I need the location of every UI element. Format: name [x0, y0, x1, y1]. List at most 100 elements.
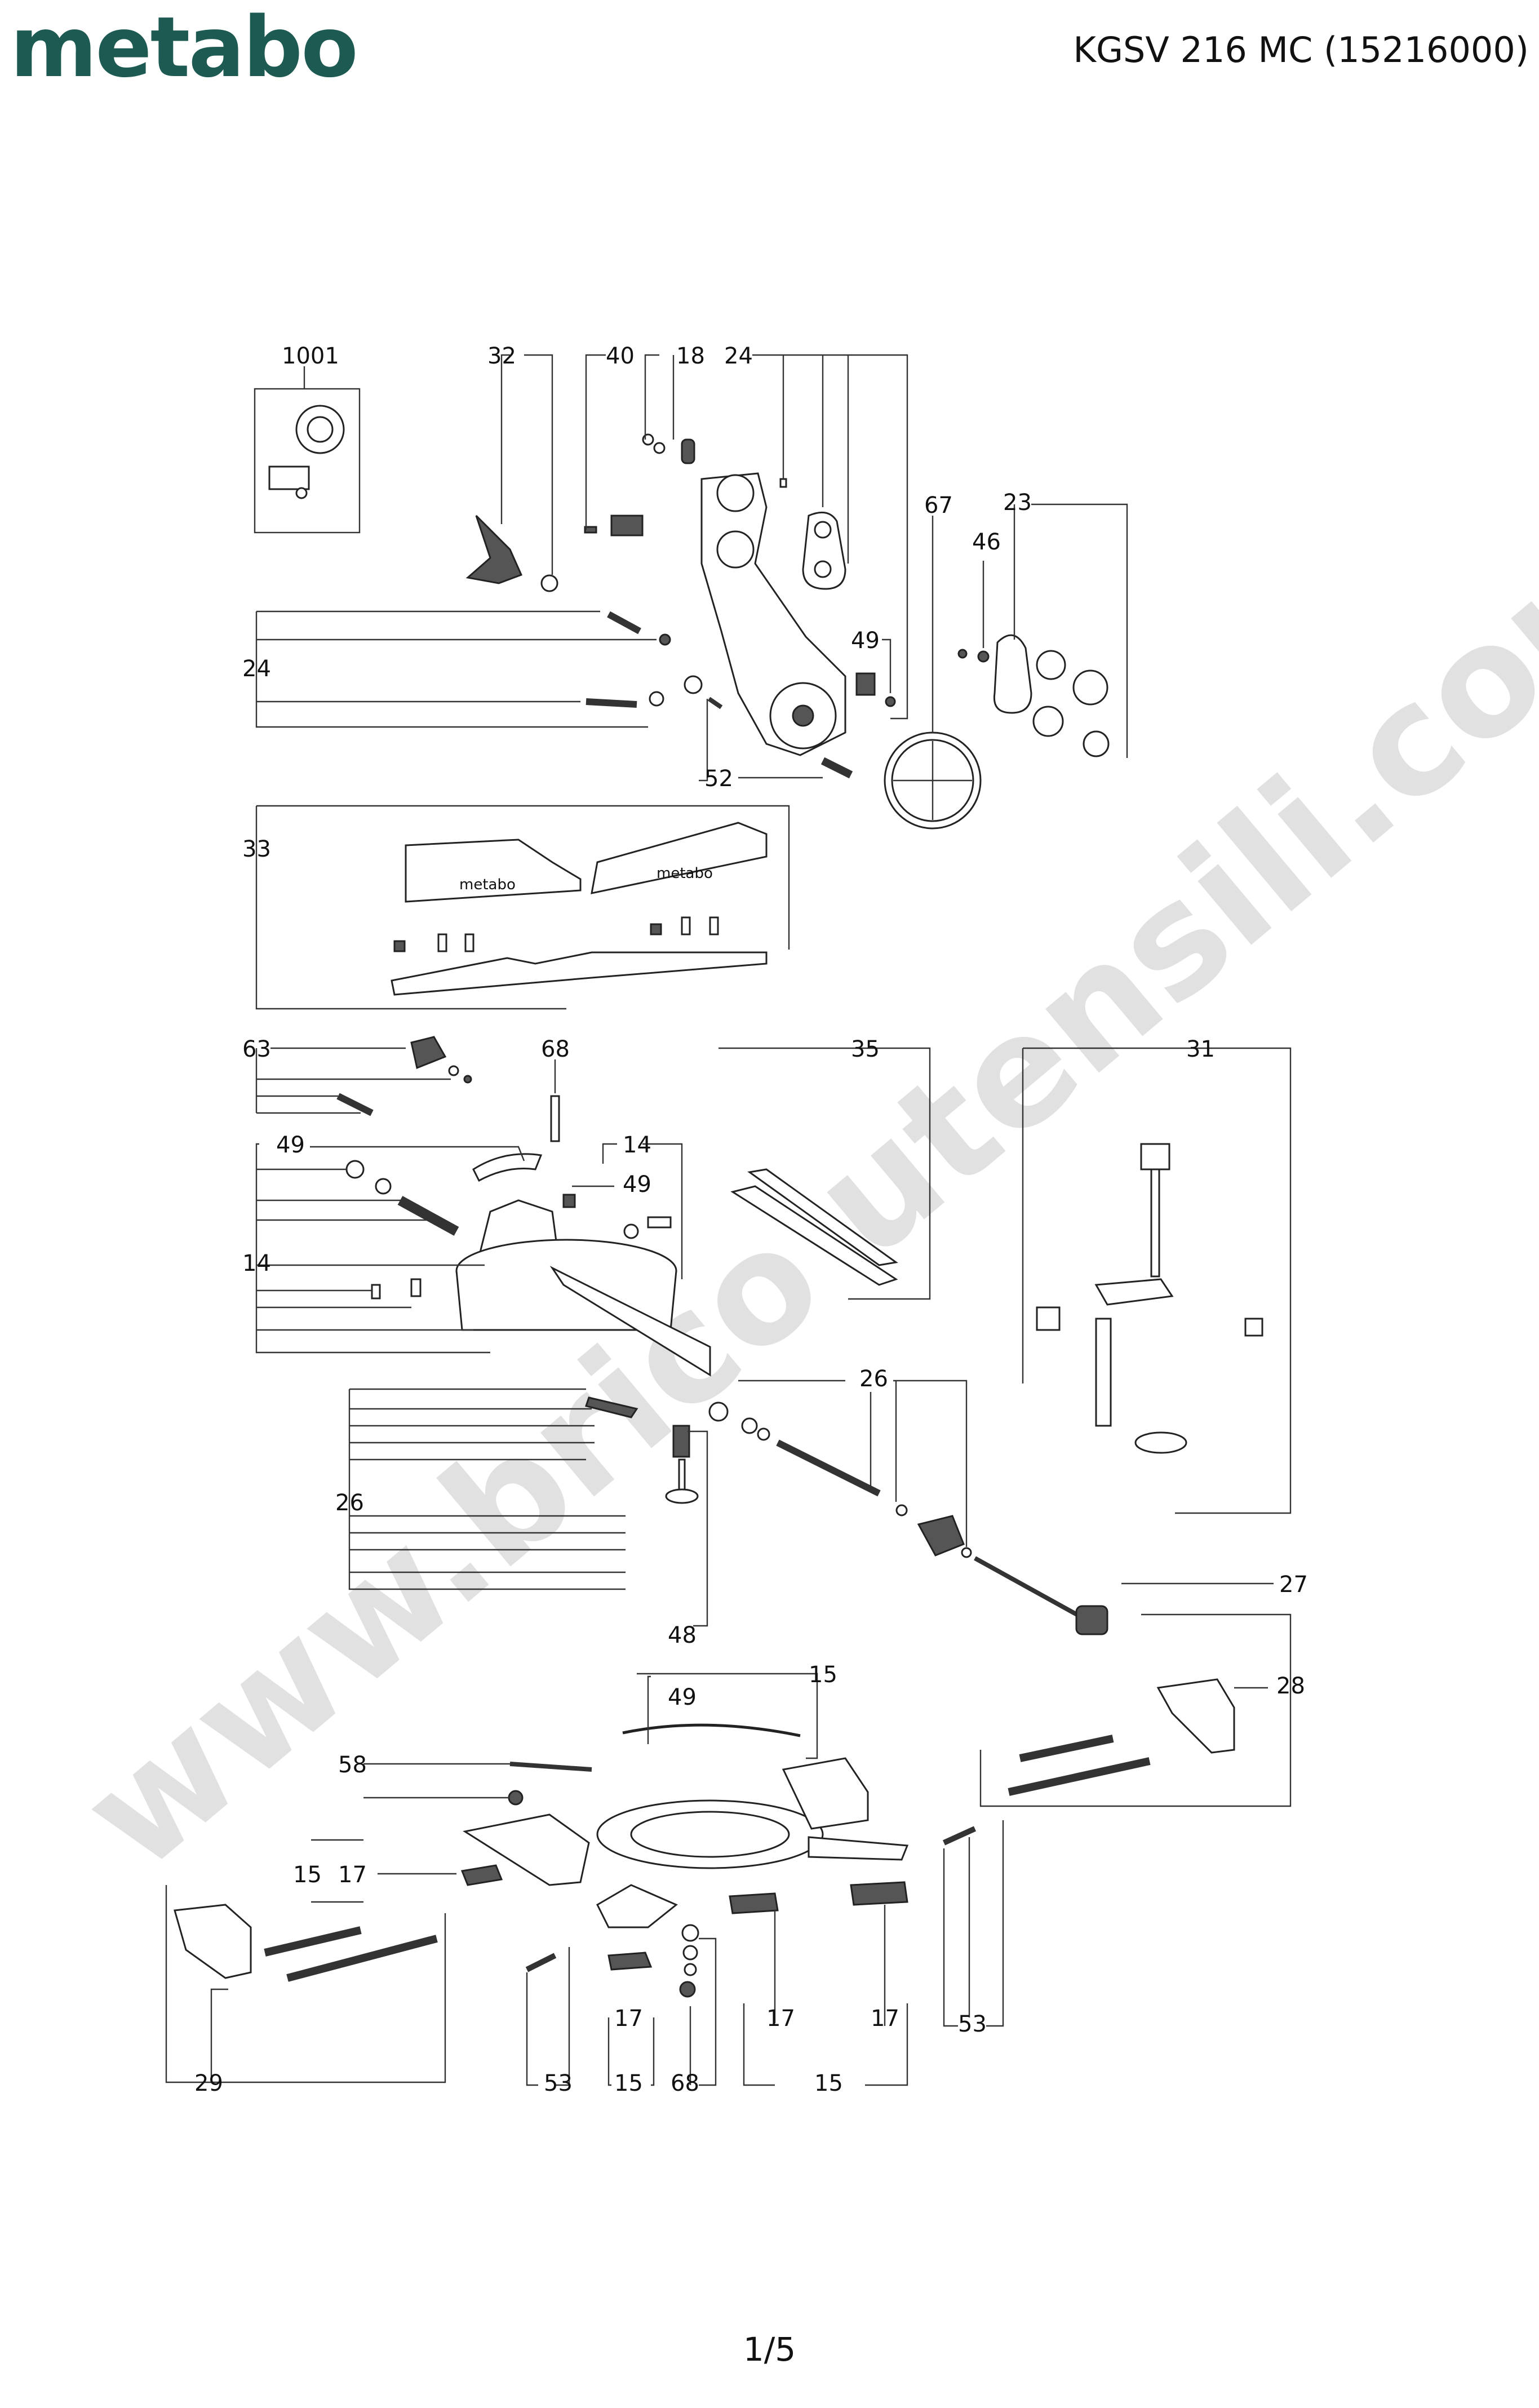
foot-17a	[460, 1864, 503, 1886]
screw-14a	[410, 1278, 422, 1297]
nut-18b	[653, 442, 666, 454]
bearing-plate	[993, 634, 1032, 714]
clamp-arm-31	[1094, 1278, 1174, 1306]
fence-33-bracket	[255, 805, 790, 1010]
link-plate-hole-2	[814, 560, 832, 578]
screw-46b	[977, 650, 990, 663]
shaft-27	[974, 1556, 1083, 1620]
part-63-screw	[463, 1075, 472, 1084]
callout-48: 48	[668, 1622, 697, 1648]
callout-17-center: 17	[766, 2006, 795, 2032]
screw-18	[681, 438, 695, 464]
arm-bore-lower	[716, 530, 755, 569]
fence-left	[405, 839, 582, 903]
rod-28b	[1008, 1757, 1151, 1796]
nut-24a	[659, 633, 671, 646]
callout-49-mid: 49	[276, 1132, 305, 1158]
clamp-rod-31	[1150, 1168, 1160, 1278]
callout-32: 32	[487, 343, 516, 369]
stem-48	[678, 1458, 686, 1495]
rod-24b	[586, 698, 637, 708]
callout-26-left: 26	[335, 1490, 364, 1516]
clip-40	[610, 515, 644, 536]
washer-14a	[375, 1178, 392, 1195]
metabo-logo: metabo®	[10, 6, 371, 89]
bearing-ring-3	[1032, 706, 1064, 737]
nut-18a	[642, 433, 654, 446]
clamp-nut-31	[1036, 1306, 1061, 1331]
callout-63: 63	[242, 1036, 271, 1062]
bolt-53a	[525, 1953, 557, 1972]
washer-26a	[741, 1417, 758, 1434]
base-left-wing	[463, 1813, 590, 1886]
ring-26	[895, 1504, 908, 1516]
arm-spindle-center	[792, 704, 814, 727]
link-plate-hole-1	[814, 521, 832, 539]
callout-14-side: 14	[242, 1250, 271, 1276]
shaft-26	[776, 1439, 881, 1497]
base-rear-block	[782, 1757, 869, 1830]
fence-right-label: metabo	[657, 865, 713, 882]
end-support-29	[174, 1904, 252, 1979]
shaft-52	[820, 757, 853, 779]
clamp-31-bracket	[1022, 1047, 1292, 1514]
knob-27	[1075, 1605, 1108, 1635]
screw-14b	[371, 1284, 381, 1300]
part-1001-dot	[295, 487, 308, 499]
nut-68	[679, 1981, 696, 1998]
rod-29b	[286, 1935, 438, 1982]
screw-46a	[957, 649, 968, 659]
fence-screw-4	[650, 923, 662, 935]
callout-58: 58	[338, 1752, 367, 1778]
callout-52: 52	[704, 766, 733, 792]
rail-35	[730, 1185, 898, 1286]
part-63-nut	[448, 1065, 459, 1076]
callout-49-right: 49	[623, 1172, 651, 1198]
callout-14-top: 14	[623, 1132, 651, 1158]
spring-48	[672, 1425, 690, 1458]
callout-23: 23	[1003, 490, 1032, 516]
callout-17-mid: 17	[614, 2006, 643, 2032]
part-63-bolt	[336, 1093, 374, 1116]
callout-15-top: 15	[809, 1662, 837, 1688]
callout-26-right: 26	[859, 1366, 888, 1392]
callout-28: 28	[1276, 1673, 1305, 1699]
callout-31: 31	[1186, 1036, 1215, 1062]
fence-screw-3	[464, 933, 474, 952]
part-28-bracket	[979, 1613, 1292, 1807]
base-right-wing	[808, 1836, 909, 1861]
link-plate	[802, 511, 846, 590]
callout-53-right: 53	[958, 2011, 987, 2037]
washer-68c	[684, 1963, 697, 1976]
callout-53-left: 53	[544, 2070, 573, 2096]
fence-screw-1	[393, 940, 406, 952]
arm-bore-upper	[716, 474, 755, 512]
lever-26	[917, 1515, 965, 1556]
callout-68-bottom: 68	[671, 2070, 699, 2096]
screw-52	[707, 697, 723, 709]
page-number: 1/5	[743, 2330, 796, 2369]
foot-17c	[729, 1892, 779, 1914]
rod-24a	[607, 611, 641, 635]
rod-29a	[264, 1926, 362, 1957]
base-table-inner	[630, 1811, 790, 1858]
rail-35b	[747, 1168, 898, 1266]
screw-49a	[885, 696, 896, 707]
pin-24	[779, 478, 787, 488]
turntable-arm	[549, 1266, 711, 1377]
pin-14	[647, 1216, 672, 1229]
callout-33: 33	[242, 836, 271, 862]
callout-24-side: 24	[242, 656, 271, 682]
callout-27: 27	[1279, 1572, 1308, 1598]
clamp-knob	[465, 515, 523, 584]
key-58	[509, 1762, 592, 1772]
foot-17d	[850, 1881, 908, 1906]
clamp-block-31	[1244, 1318, 1263, 1337]
callout-15-left: 15	[293, 1862, 322, 1888]
end-support-28	[1156, 1678, 1235, 1754]
clamp-knob-31	[1140, 1143, 1170, 1170]
callout-1001: 1001	[282, 343, 339, 369]
callout-49-top: 49	[851, 628, 880, 654]
washer-26b	[757, 1427, 770, 1441]
